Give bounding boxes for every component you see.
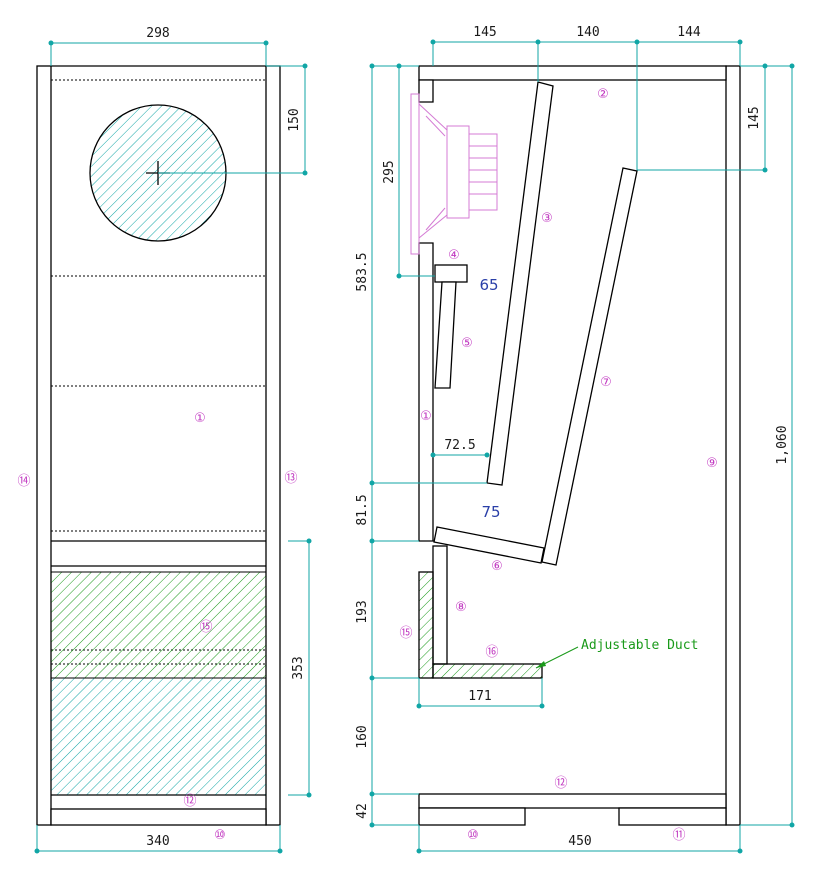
part-number-13: ⑬ [284,471,297,486]
duct-leader-arrow [536,661,546,668]
foot-rear [618,807,727,826]
part-number-6: ⑥ [491,559,503,574]
part-7-board [541,167,638,566]
part-number-15-side: ⑮ [399,626,412,641]
dim-total-height: 1,060 [775,425,790,464]
part-5-board [434,281,457,389]
part-3-board [486,81,554,486]
dim-bottom-width: 340 [146,834,169,849]
part-number-7: ⑦ [600,375,612,390]
driver-unit [410,93,498,255]
part-16-duct [432,663,543,679]
dim-160: 160 [355,725,370,748]
part-number-15: ⑮ [199,620,212,635]
part-number-12: ⑫ [183,794,196,809]
dim-driver-offset: 150 [287,108,302,131]
dim-583-5: 583.5 [355,252,370,291]
part-8-board [432,545,448,665]
part-number-1: ① [194,411,206,426]
label-75: 75 [481,503,500,521]
front-bottom-board [50,808,267,826]
adjustable-duct-note: Adjustable Duct [581,638,698,653]
dim-171: 171 [468,689,491,704]
dim-81-5: 81.5 [355,494,370,525]
part-number-1-side: ① [420,409,432,424]
part-number-4: ④ [448,248,460,263]
front-right-side-panel [265,65,281,826]
dim-top-a: 145 [473,25,496,40]
dim-450: 450 [568,834,591,849]
part-number-3: ③ [541,211,553,226]
part-number-10-side: ⑩ [467,828,479,843]
part-6-board [433,526,545,564]
part-number-2: ② [597,87,609,102]
side-view: 145 140 144 145 1,060 295 583.5 [355,25,795,854]
port-hatch-upper [50,571,267,679]
dim-193: 193 [355,600,370,623]
label-65: 65 [479,276,498,294]
part-number-12-side: ⑫ [554,776,567,791]
front-left-side-panel [36,65,52,826]
part-number-16: ⑯ [485,645,498,660]
part-number-8: ⑧ [455,600,467,615]
dim-72-5: 72.5 [444,438,475,453]
part-15-hatch [418,571,434,679]
part-number-10: ⑩ [214,828,226,843]
dim-right-145: 145 [747,106,762,129]
part-number-5: ⑤ [461,336,473,351]
front-baffle-upper [418,79,434,103]
front-view: 298 150 353 340 ① ⑬ ⑭ ⑮ ⑫ ⑩ [17,26,312,854]
top-board [418,65,727,81]
dim-top-c: 144 [677,25,701,40]
port-hatch-lower [50,677,267,796]
part-4-block [434,264,468,283]
part-number-11: ⑪ [672,828,685,843]
dim-top-b: 140 [576,25,599,40]
dim-port-height: 353 [291,656,306,679]
dim-42: 42 [355,803,370,819]
front-baffle-main [418,242,434,542]
bottom-board [418,793,727,809]
back-panel [725,65,741,826]
part-number-9: ⑨ [706,456,718,471]
dim-top-width: 298 [146,26,169,41]
dim-295: 295 [382,160,397,183]
part-number-14: ⑭ [17,474,30,489]
foot-front [418,807,526,826]
